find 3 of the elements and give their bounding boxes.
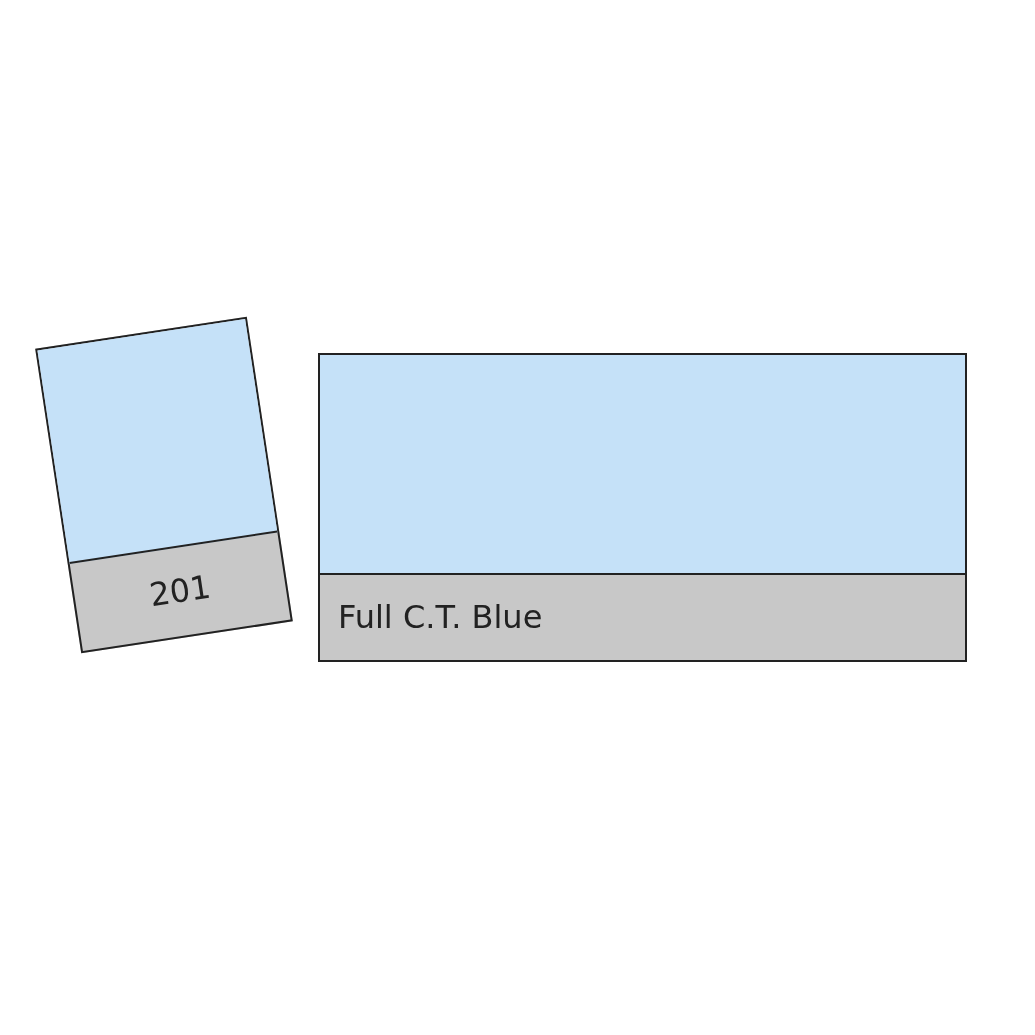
filter-sample-strip xyxy=(318,353,967,662)
filter-name: Full C.T. Blue xyxy=(338,597,543,636)
swatch-number: 201 xyxy=(146,567,214,615)
